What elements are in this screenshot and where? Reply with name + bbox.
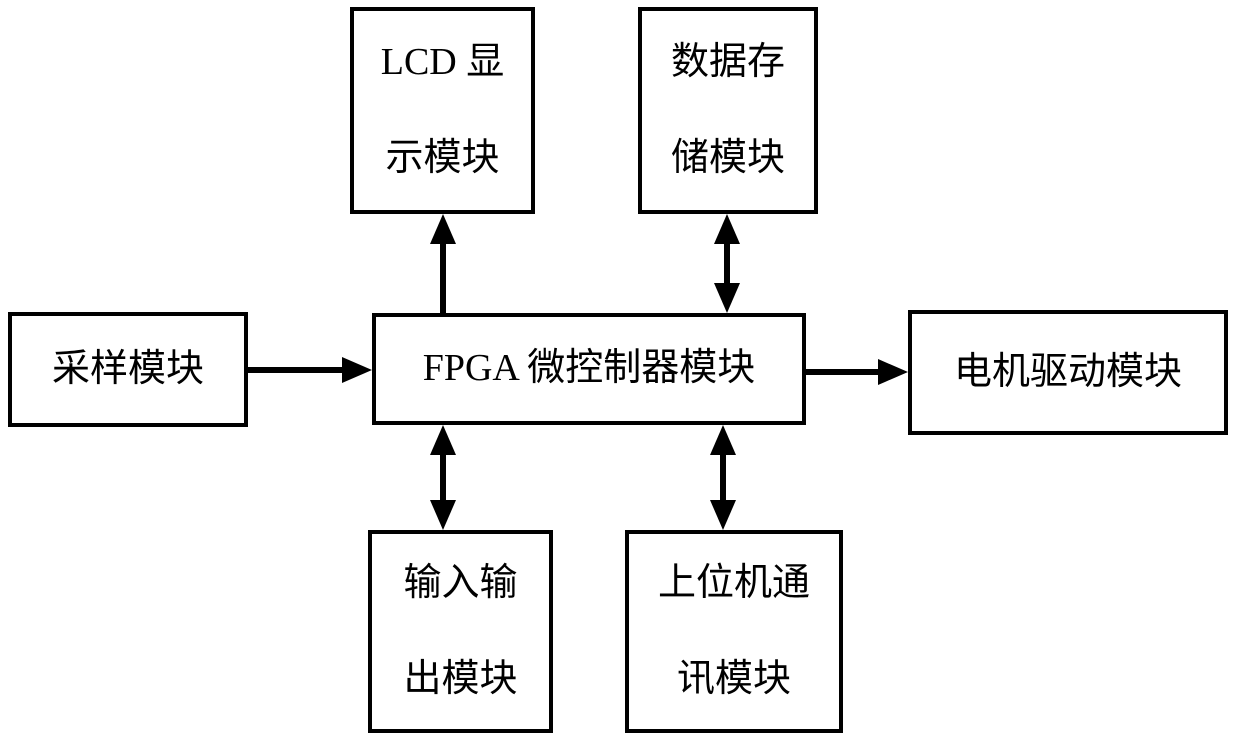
sampling-to-fpga bbox=[248, 357, 372, 383]
fpga-microcontroller-module-label-line-1: FPGA 微控制器模块 bbox=[422, 347, 756, 390]
input-output-module[interactable]: 输入输出模块 bbox=[368, 530, 553, 733]
sampling-to-fpga-arrowhead-end bbox=[342, 357, 372, 383]
fpga-to-input-output-arrowhead-end bbox=[430, 500, 456, 530]
motor-drive-module-label-line-1: 电机驱动模块 bbox=[953, 350, 1182, 393]
host-communication-module-label-line-2: 讯模块 bbox=[676, 657, 791, 700]
fpga-to-host-communication-arrowhead-start bbox=[710, 425, 736, 455]
lcd-display-module-label-line-2: 示模块 bbox=[385, 136, 500, 179]
data-storage-module-label-line-1: 数据存 bbox=[670, 40, 785, 83]
fpga-to-input-output-arrowhead-start bbox=[430, 425, 456, 455]
fpga-to-data-storage-arrowhead-end bbox=[714, 214, 740, 244]
fpga-to-motor-drive bbox=[806, 359, 908, 385]
fpga-to-input-output bbox=[430, 425, 456, 530]
fpga-to-data-storage-arrowhead-start bbox=[714, 283, 740, 313]
fpga-microcontroller-module[interactable]: FPGA 微控制器模块 bbox=[372, 313, 806, 425]
fpga-to-lcd-display bbox=[430, 214, 456, 313]
lcd-display-module[interactable]: LCD 显示模块 bbox=[350, 7, 535, 214]
data-storage-module[interactable]: 数据存储模块 bbox=[638, 7, 818, 214]
fpga-to-lcd-display-arrowhead-end bbox=[430, 214, 456, 244]
data-storage-module-label-line-2: 储模块 bbox=[670, 136, 785, 179]
sampling-module[interactable]: 采样模块 bbox=[8, 312, 248, 427]
fpga-to-host-communication-arrowhead-end bbox=[710, 500, 736, 530]
lcd-display-module-label-line-1: LCD 显 bbox=[380, 40, 505, 83]
host-communication-module[interactable]: 上位机通讯模块 bbox=[625, 530, 843, 733]
sampling-module-label-line-1: 采样模块 bbox=[51, 347, 204, 390]
fpga-to-data-storage bbox=[714, 214, 740, 313]
host-communication-module-label-line-1: 上位机通 bbox=[657, 561, 810, 604]
fpga-to-motor-drive-arrowhead-end bbox=[878, 359, 908, 385]
input-output-module-label-line-2: 出模块 bbox=[403, 657, 518, 700]
input-output-module-label-line-1: 输入输 bbox=[403, 561, 518, 604]
fpga-to-host-communication bbox=[710, 425, 736, 530]
motor-drive-module[interactable]: 电机驱动模块 bbox=[908, 310, 1228, 435]
